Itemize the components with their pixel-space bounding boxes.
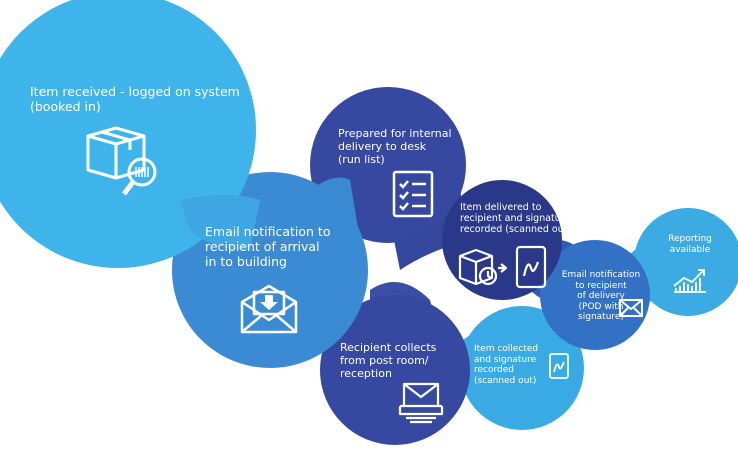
step-item-collected-label: Item collected and signature recorded (s… xyxy=(474,344,539,386)
step-email-delivery-label: Email notification to recipient of deliv… xyxy=(561,270,641,323)
box-clock-icon xyxy=(458,248,508,286)
bar-chart-icon xyxy=(673,269,706,293)
letter-tray-icon xyxy=(398,382,444,424)
bubble-email-delivery xyxy=(540,240,650,350)
tablet-signature-icon xyxy=(549,353,569,379)
bubble-item-collected xyxy=(460,306,584,430)
step-recipient-collects-label: Recipient collects from post room/ recep… xyxy=(340,341,437,380)
checklist-icon xyxy=(392,170,434,218)
step-email-arrival-label: Email notification to recipient of arriv… xyxy=(205,224,331,269)
bubble-reporting xyxy=(634,208,738,316)
envelope-download-icon xyxy=(240,284,298,334)
step-item-received-label: Item received - logged on system (booked… xyxy=(30,84,240,114)
step-item-delivered-label: Item delivered to recipient and signatur… xyxy=(460,202,572,236)
step-prepared-label: Prepared for internal delivery to desk (… xyxy=(338,127,452,166)
box-magnifier-icon xyxy=(86,126,157,196)
bubble-recipient-collects xyxy=(320,295,470,445)
tablet-signature-icon xyxy=(515,245,547,289)
step-reporting-label: Reporting available xyxy=(668,234,712,255)
envelope-icon xyxy=(619,299,643,317)
